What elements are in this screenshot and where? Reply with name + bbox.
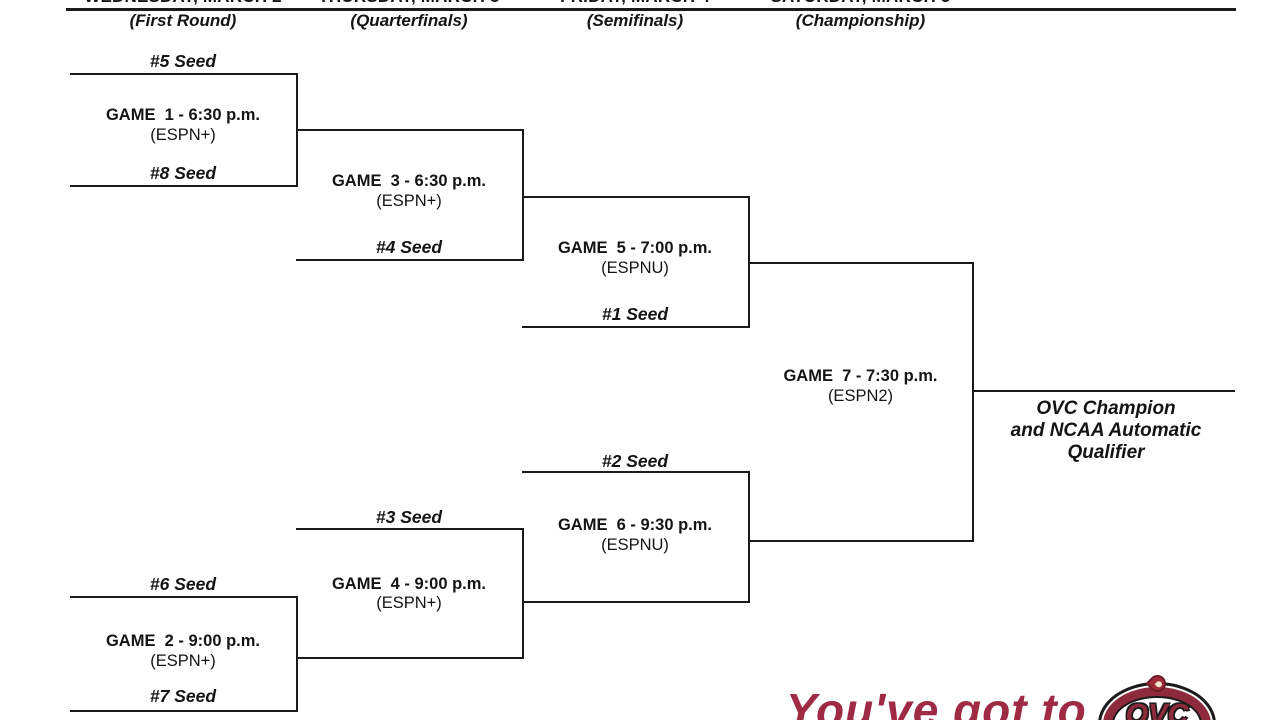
round-label-first-round: (First Round) <box>129 11 237 30</box>
champion-label: OVC Champion and NCAA Automatic Qualifie… <box>975 398 1237 464</box>
seed4-line <box>296 259 524 261</box>
game7-network: (ESPN2) <box>827 387 894 405</box>
game4-bracket-joint <box>522 528 524 659</box>
game4-network: (ESPN+) <box>376 594 442 612</box>
game4-title: GAME 4 - 9:00 p.m. <box>331 575 487 593</box>
slogan-text: You've got to <box>786 684 1087 720</box>
champion-label-line1: OVC Champion <box>1036 398 1176 419</box>
column-date-semifinals: FRIDAY, MARCH 4 <box>522 0 748 7</box>
round-label-championship: (Championship) <box>795 11 926 30</box>
round-label-semifinals: (Semifinals) <box>586 11 684 30</box>
seed-label-5: #5 Seed <box>149 51 217 71</box>
seed2-line <box>522 471 750 473</box>
game6-title: GAME 6 - 9:30 p.m. <box>557 516 713 534</box>
seed5-line <box>70 73 298 75</box>
champion-line <box>972 390 1235 392</box>
game1-winner-line <box>296 129 524 131</box>
ovc-logo: OVC <box>1098 671 1216 720</box>
game3-title: GAME 3 - 6:30 p.m. <box>331 172 487 190</box>
column-date-quarterfinals: THURSDAY, MARCH 3 <box>296 0 522 7</box>
champion-label-line3: Qualifier <box>1067 442 1145 463</box>
game5-network: (ESPNU) <box>601 259 669 277</box>
game5-title: GAME 5 - 7:00 p.m. <box>557 239 713 257</box>
seed-label-2: #2 Seed <box>601 451 669 471</box>
seed-label-6: #6 Seed <box>149 574 217 594</box>
game3-winner-line <box>522 196 750 198</box>
game2-winner-line <box>296 657 524 659</box>
game1-network: (ESPN+) <box>150 126 216 144</box>
game2-title: GAME 2 - 9:00 p.m. <box>105 632 261 650</box>
game7-bracket-joint <box>972 262 974 542</box>
game2-bracket-joint <box>296 596 298 712</box>
game6-winner-line <box>748 540 974 542</box>
seed-label-1: #1 Seed <box>601 304 669 324</box>
ovc-logo-text: OVC <box>1125 699 1189 720</box>
champion-label-line2: and NCAA Automatic <box>1010 420 1202 441</box>
seed-label-8: #8 Seed <box>149 163 217 183</box>
game1-title: GAME 1 - 6:30 p.m. <box>105 106 261 124</box>
seed6-line <box>70 596 298 598</box>
flame-inner-icon <box>1154 679 1164 689</box>
game6-bracket-joint <box>748 471 750 603</box>
seed1-line <box>522 326 750 328</box>
column-date-championship: SATURDAY, MARCH 5 <box>748 0 973 7</box>
game3-network: (ESPN+) <box>376 192 442 210</box>
seed-label-4: #4 Seed <box>375 237 443 257</box>
game3-bracket-joint <box>522 129 524 261</box>
game6-network: (ESPNU) <box>601 536 669 554</box>
game5-winner-line <box>748 262 974 264</box>
seed8-line <box>70 185 298 187</box>
game7-title: GAME 7 - 7:30 p.m. <box>783 367 938 385</box>
seed-label-7: #7 Seed <box>149 686 217 706</box>
header-rule <box>66 8 1236 11</box>
round-label-quarterfinals: (Quarterfinals) <box>350 11 468 30</box>
column-date-first-round: WEDNESDAY, MARCH 2 <box>70 0 296 7</box>
seed7-line <box>70 710 298 712</box>
seed3-line <box>296 528 524 530</box>
game2-network: (ESPN+) <box>150 652 216 670</box>
seed-label-3: #3 Seed <box>375 507 443 527</box>
game4-winner-line <box>522 601 750 603</box>
